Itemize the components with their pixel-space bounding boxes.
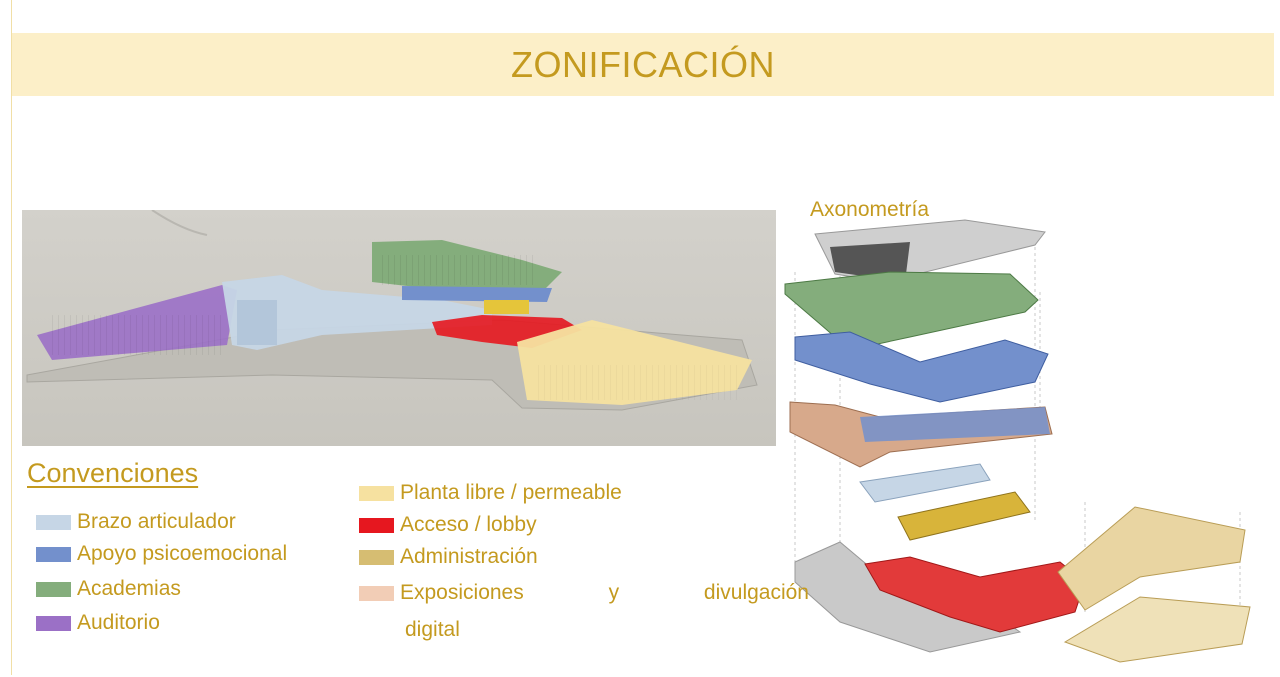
legend-swatch xyxy=(359,585,394,601)
legend-swatch xyxy=(36,615,71,631)
legend-label: Brazo articulador xyxy=(77,510,236,533)
legend-swatch xyxy=(359,517,394,533)
brazo-articulador-volume xyxy=(222,275,492,350)
legend-item: Academias xyxy=(36,577,181,601)
apoyo-volume xyxy=(402,286,552,302)
apoyo-level xyxy=(794,331,1049,403)
legend-swatch xyxy=(36,546,71,562)
legend-item: Brazo articulador xyxy=(36,510,236,534)
planta-libre-level xyxy=(1057,506,1246,611)
left-margin-rule xyxy=(11,0,12,675)
legend-item: Auditorio xyxy=(36,611,160,635)
legend-item: Administración xyxy=(359,545,538,569)
legend-swatch xyxy=(359,485,394,501)
conventions-title: Convenciones xyxy=(27,458,199,488)
brazo-level xyxy=(859,463,991,503)
legend-label: Exposiciones y divulgación xyxy=(400,581,809,604)
axonometry-diagram xyxy=(780,212,1280,677)
legend-label: Planta libre / permeable xyxy=(400,481,622,504)
legend-swatch xyxy=(36,581,71,597)
legend-item: Apoyo psicoemocional xyxy=(36,542,287,566)
legend-label-continued: digital xyxy=(405,618,460,641)
legend-item: Acceso / lobby xyxy=(359,513,537,537)
legend-item: Planta libre / permeable xyxy=(359,481,622,505)
legend-label: Academias xyxy=(77,577,181,600)
legend-item: Exposiciones y divulgación xyxy=(359,581,809,605)
legend-label: Auditorio xyxy=(77,611,160,634)
administracion-level xyxy=(897,491,1031,541)
legend-label: Administración xyxy=(400,545,538,568)
academias-level xyxy=(784,271,1039,351)
legend-label: Apoyo psicoemocional xyxy=(77,542,288,565)
legend-swatch xyxy=(36,514,71,530)
page-title: ZONIFICACIÓN xyxy=(511,43,775,85)
legend-swatch xyxy=(359,549,394,565)
building-render xyxy=(22,210,776,446)
legend-label: Acceso / lobby xyxy=(400,513,537,536)
axonometry-label: Axonometría xyxy=(810,198,930,221)
title-band: ZONIFICACIÓN xyxy=(12,33,1274,96)
administracion-volume xyxy=(484,300,529,314)
